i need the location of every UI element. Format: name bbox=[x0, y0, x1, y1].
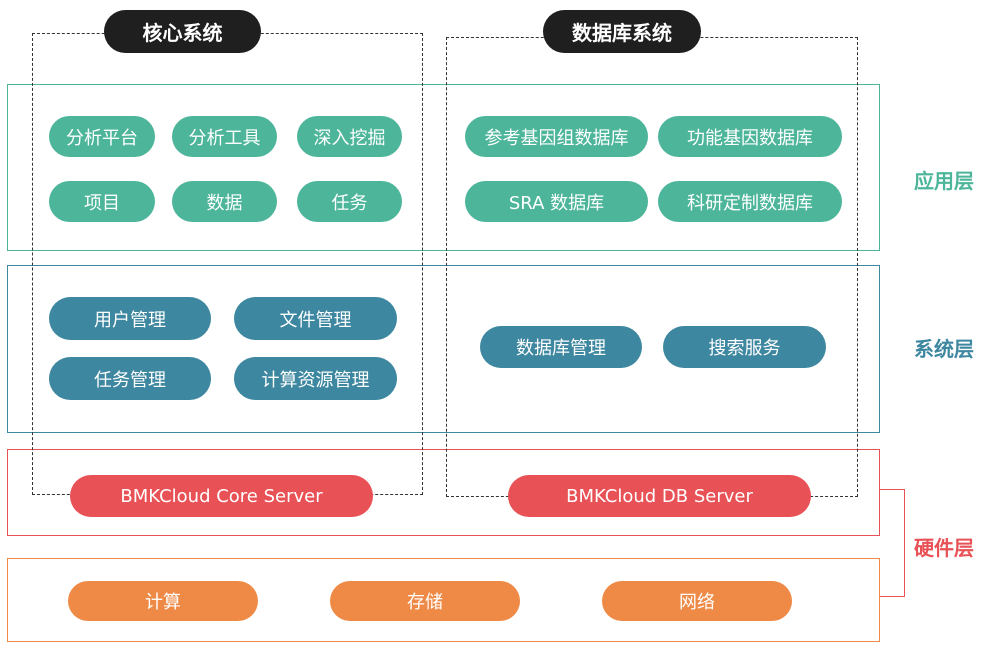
core-system-dashed-box bbox=[32, 33, 423, 495]
sys-item-user-management[interactable]: 用户管理 bbox=[49, 297, 211, 340]
hardware-layer-label: 硬件层 bbox=[914, 536, 974, 560]
app-layer-box bbox=[7, 84, 880, 251]
hardware-resource-layer-box bbox=[7, 558, 880, 642]
app-item-data[interactable]: 数据 bbox=[172, 181, 277, 222]
app-item-task[interactable]: 任务 bbox=[297, 181, 402, 222]
app-item-analysis-tools[interactable]: 分析工具 bbox=[172, 116, 277, 157]
system-layer-box bbox=[7, 265, 880, 433]
app-item-functional-gene-db[interactable]: 功能基因数据库 bbox=[658, 116, 842, 157]
sys-item-search-service[interactable]: 搜索服务 bbox=[663, 326, 826, 368]
app-item-project[interactable]: 项目 bbox=[49, 181, 155, 222]
db-system-dashed-box bbox=[446, 37, 858, 497]
app-item-reference-genome-db[interactable]: 参考基因组数据库 bbox=[465, 116, 648, 157]
core-server[interactable]: BMKCloud Core Server bbox=[70, 475, 373, 517]
app-item-sra-db[interactable]: SRA 数据库 bbox=[465, 181, 648, 222]
db-system-title: 数据库系统 bbox=[543, 10, 701, 53]
app-layer-label: 应用层 bbox=[914, 169, 974, 193]
core-system-title: 核心系统 bbox=[104, 10, 261, 53]
resource-compute[interactable]: 计算 bbox=[68, 581, 258, 621]
sys-item-compute-resource-management[interactable]: 计算资源管理 bbox=[234, 357, 397, 400]
resource-network[interactable]: 网络 bbox=[602, 581, 792, 621]
db-server[interactable]: BMKCloud DB Server bbox=[508, 475, 811, 517]
system-layer-label: 系统层 bbox=[914, 337, 974, 361]
app-item-deep-mining[interactable]: 深入挖掘 bbox=[297, 116, 402, 157]
sys-item-db-management[interactable]: 数据库管理 bbox=[480, 326, 642, 368]
app-item-analysis-platform[interactable]: 分析平台 bbox=[49, 116, 155, 157]
sys-item-task-management[interactable]: 任务管理 bbox=[49, 357, 211, 400]
sys-item-file-management[interactable]: 文件管理 bbox=[234, 297, 397, 340]
hardware-server-layer-box bbox=[7, 449, 880, 536]
app-item-custom-research-db[interactable]: 科研定制数据库 bbox=[658, 181, 842, 222]
hardware-bracket bbox=[880, 489, 905, 597]
resource-storage[interactable]: 存储 bbox=[330, 581, 520, 621]
